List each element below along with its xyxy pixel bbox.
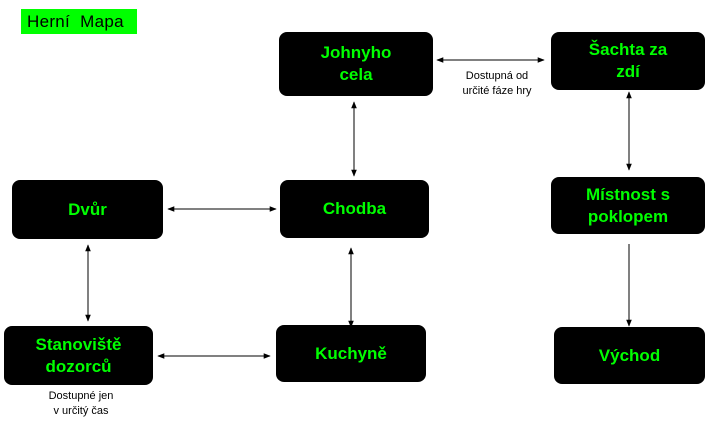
node-chodba: Chodba <box>280 180 429 238</box>
node-vychod: Východ <box>554 327 705 384</box>
node-kuchyne: Kuchyně <box>276 325 426 382</box>
node-mistnost-s-poklopem: Místnost s poklopem <box>551 177 705 234</box>
node-label: Chodba <box>322 199 387 218</box>
node-label: Kuchyně <box>315 343 387 363</box>
node-label: Dvůr <box>68 199 107 219</box>
node-label: Johnyho cela <box>320 43 392 84</box>
node-stanoviste-dozorcu: Stanoviště dozorců <box>4 326 153 385</box>
edge-note-cela-sachta: Dostupná od určité fáze hry <box>462 70 532 97</box>
node-sachta-za-zdi: Šachta za zdí <box>551 32 705 90</box>
node-label: Místnost s poklopem <box>585 184 671 226</box>
node-label: Šachta za zdí <box>588 40 668 81</box>
node-johnyho-cela: Johnyho cela <box>279 32 433 96</box>
node-label: Východ <box>598 345 661 365</box>
node-label: Stanoviště dozorců <box>35 334 122 376</box>
map-title: Herní Mapa <box>21 9 137 34</box>
node-note-stanoviste: Dostupné jen v určitý čas <box>48 390 114 417</box>
node-dvur: Dvůr <box>12 180 163 239</box>
